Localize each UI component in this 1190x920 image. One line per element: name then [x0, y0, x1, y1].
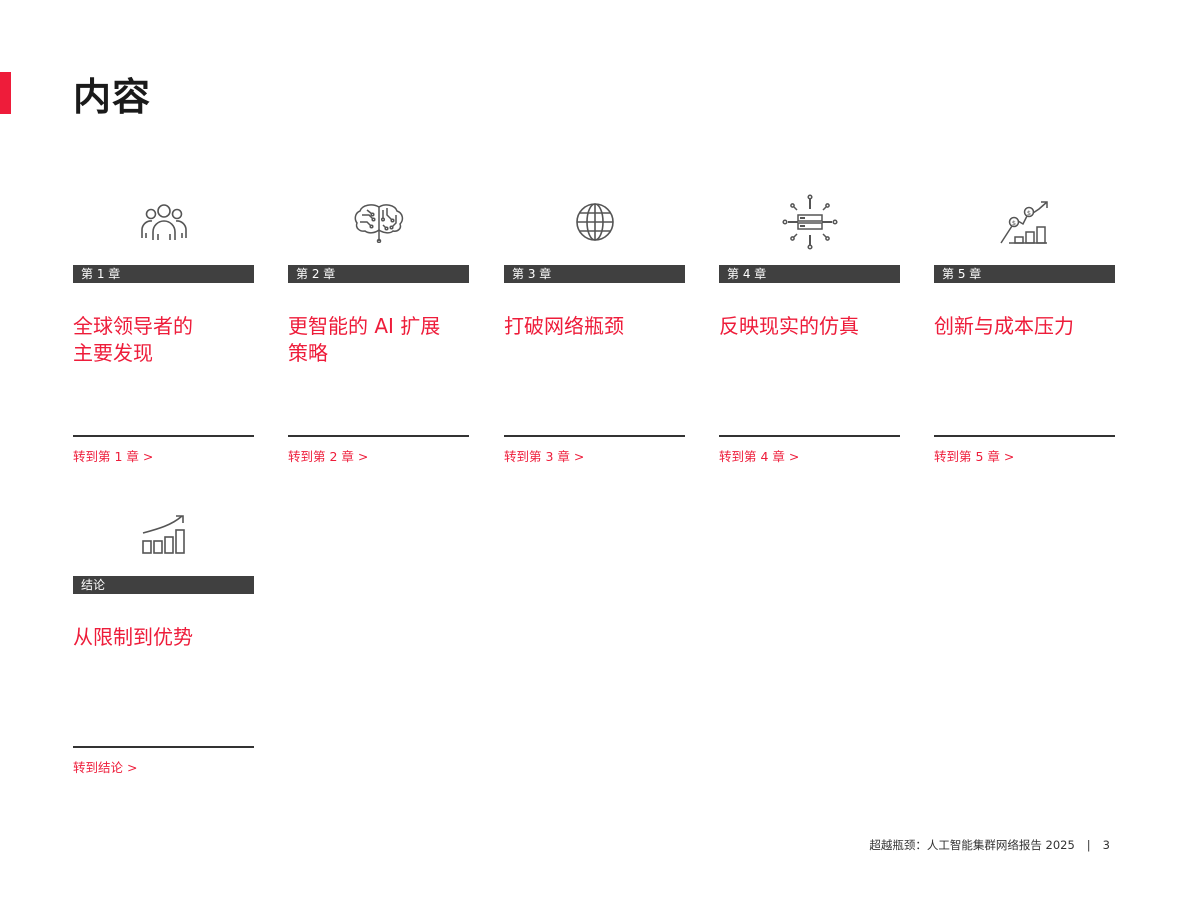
chapter-label: 第 5 章	[934, 265, 1115, 283]
chapter-title: 全球领导者的 主要发现	[73, 314, 193, 365]
server-network-icon	[719, 192, 900, 252]
chapter-title: 更智能的 AI 扩展 策略	[288, 314, 441, 365]
chapter-label: 第 1 章	[73, 265, 254, 283]
goto-chapter-2-link[interactable]: 转到第 2 章 >	[288, 449, 369, 464]
chapter-title: 打破网络瓶颈	[504, 314, 624, 338]
cost-growth-chart-icon: $ $	[934, 192, 1115, 252]
growth-bar-chart-icon	[73, 503, 254, 563]
divider	[719, 435, 900, 437]
divider	[934, 435, 1115, 437]
goto-chapter-5-link[interactable]: 转到第 5 章 >	[934, 449, 1015, 464]
chapter-label: 第 4 章	[719, 265, 900, 283]
goto-chapter-1-link[interactable]: 转到第 1 章 >	[73, 449, 154, 464]
goto-chapter-4-link[interactable]: 转到第 4 章 >	[719, 449, 800, 464]
chapter-label: 第 2 章	[288, 265, 469, 283]
page-title: 内容	[73, 75, 152, 119]
footer-separator: |	[1086, 838, 1091, 852]
chapter-title: 创新与成本压力	[934, 314, 1074, 338]
report-title: 超越瓶颈：人工智能集群网络报告 2025	[869, 838, 1075, 852]
goto-chapter-3-link[interactable]: 转到第 3 章 >	[504, 449, 585, 464]
page-footer: 超越瓶颈：人工智能集群网络报告 2025 | 3	[869, 837, 1110, 853]
people-group-icon	[73, 192, 254, 252]
chapter-label: 结论	[73, 576, 254, 594]
brain-circuit-icon	[288, 192, 469, 252]
chapter-label: 第 3 章	[504, 265, 685, 283]
globe-icon	[504, 192, 685, 252]
chapter-title: 反映现实的仿真	[719, 314, 859, 338]
svg-text:$: $	[1026, 209, 1030, 217]
svg-text:$: $	[1011, 219, 1015, 227]
divider	[504, 435, 685, 437]
page-number: 3	[1102, 838, 1110, 852]
divider	[288, 435, 469, 437]
divider	[73, 746, 254, 748]
accent-bar	[0, 72, 11, 114]
chapter-title: 从限制到优势	[73, 625, 193, 649]
goto-conclusion-link[interactable]: 转到结论 >	[73, 760, 138, 775]
divider	[73, 435, 254, 437]
